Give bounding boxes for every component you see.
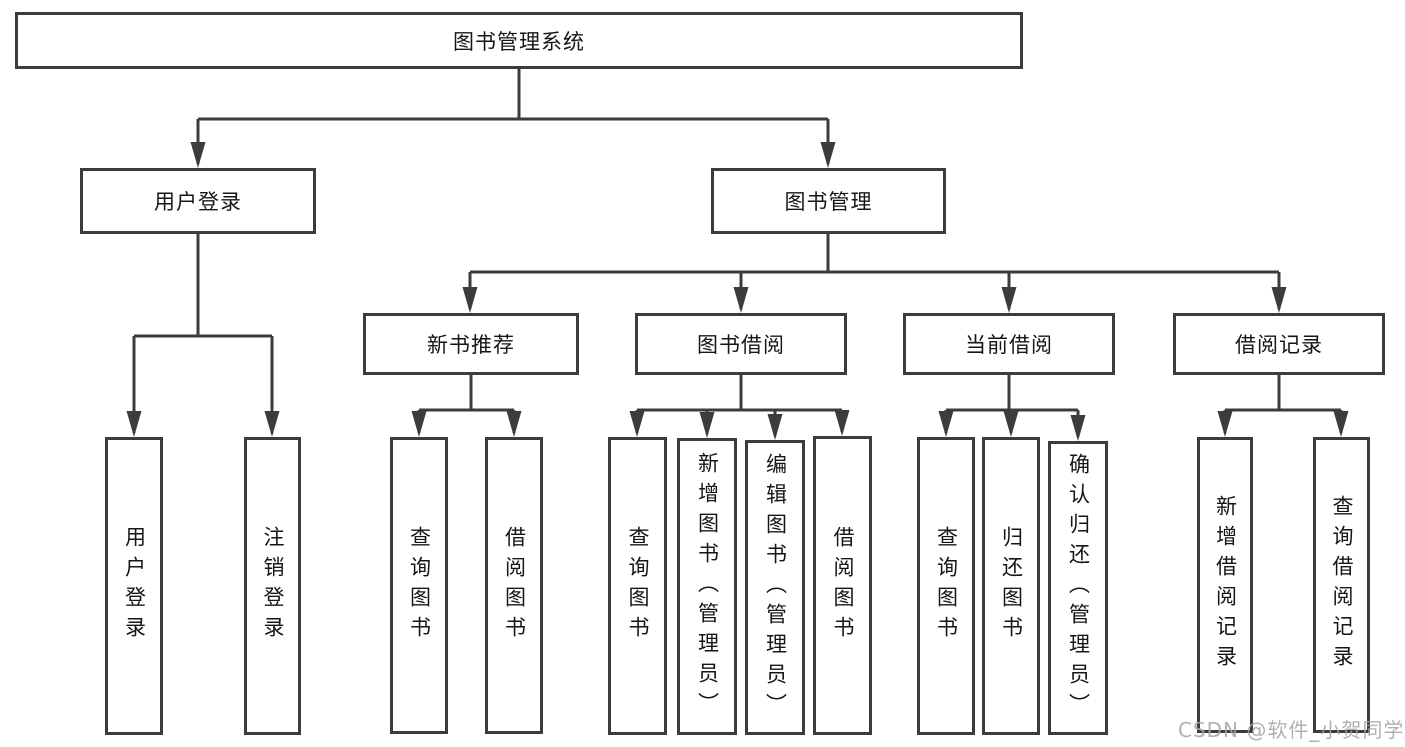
leaf-query-books-borrowing: 查询图书 — [608, 437, 667, 735]
node-new-book-recommend: 新书推荐 — [363, 313, 579, 375]
node-book-borrowing: 图书借阅 — [635, 313, 847, 375]
node-current-borrowing: 当前借阅 — [903, 313, 1115, 375]
leaf-borrow-books-recommend: 借阅图书 — [485, 437, 543, 734]
leaf-return-books: 归还图书 — [982, 437, 1040, 735]
leaf-query-books-current: 查询图书 — [917, 437, 975, 735]
leaf-query-books-recommend: 查询图书 — [390, 437, 448, 734]
leaf-edit-book-admin: 编辑图书（管理员） — [745, 440, 805, 735]
leaf-add-borrow-record: 新增借阅记录 — [1197, 437, 1253, 733]
leaf-logout: 注销登录 — [244, 437, 301, 735]
csdn-watermark: CSDN @软件_小贺同学 — [1178, 718, 1405, 742]
leaf-add-book-admin: 新增图书（管理员） — [677, 438, 737, 735]
node-borrowing-records: 借阅记录 — [1173, 313, 1385, 375]
tree-edges — [132, 69, 1343, 437]
node-library-management-system: 图书管理系统 — [15, 12, 1023, 69]
leaf-query-borrow-record: 查询借阅记录 — [1313, 437, 1370, 733]
node-book-management: 图书管理 — [711, 168, 946, 234]
node-user-login: 用户登录 — [80, 168, 316, 234]
leaf-confirm-return-admin: 确认归还（管理员） — [1048, 441, 1108, 735]
leaf-user-login: 用户登录 — [105, 437, 163, 735]
leaf-borrow-books-borrowing: 借阅图书 — [813, 436, 872, 735]
